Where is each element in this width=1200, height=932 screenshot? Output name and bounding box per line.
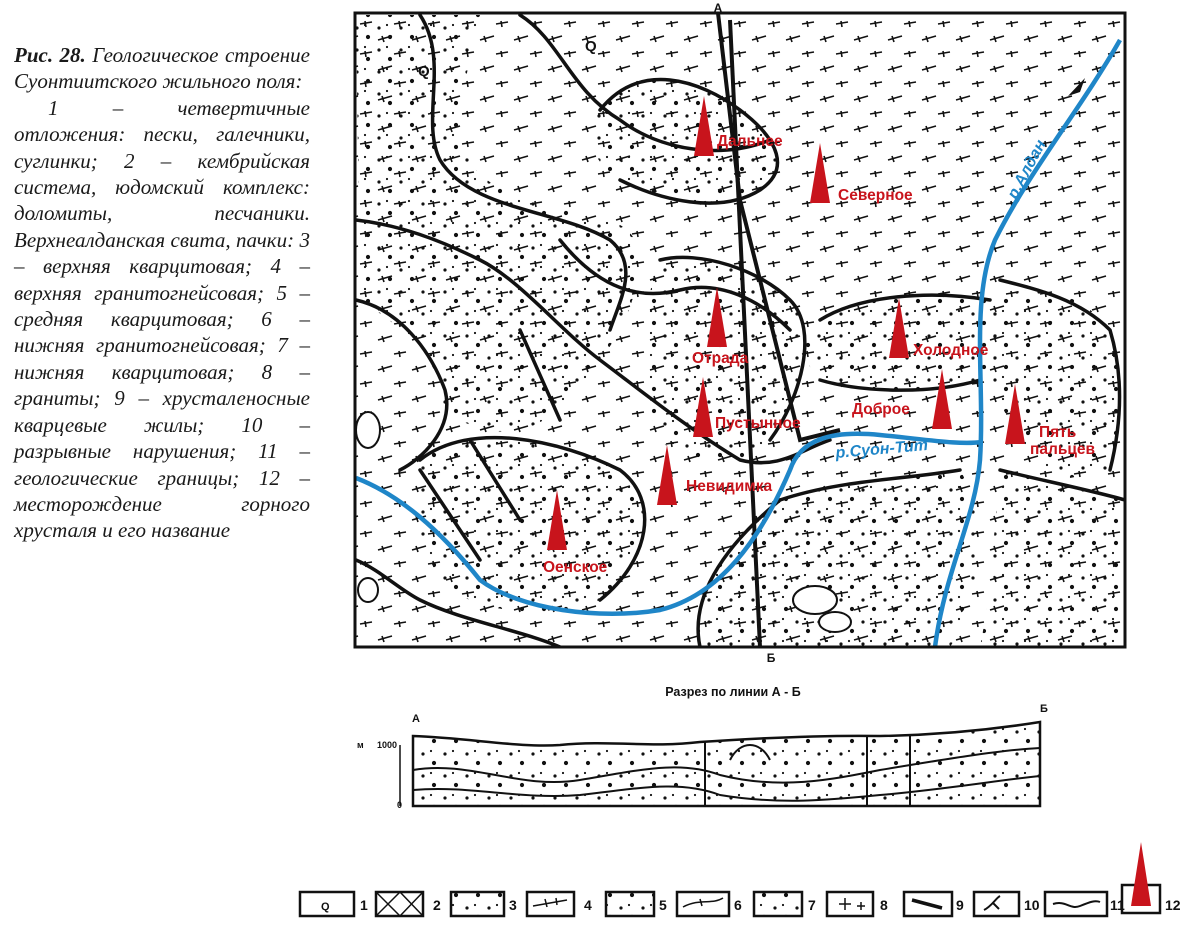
legend-swatch [1052,900,1101,908]
legend-swatch [752,890,804,918]
legend-number: 4 [584,897,592,913]
deposit-name: пальцев [1030,441,1095,458]
legend-number: 6 [734,897,742,913]
legend-number: 12 [1165,897,1181,913]
granite-body [818,611,852,633]
deposit-name: Доброе [852,401,910,418]
legend-swatch [825,890,875,918]
legend-number: 5 [659,897,667,913]
deposit-icon [657,445,677,505]
aldan-river-line [932,38,1122,647]
legend-swatch [1043,890,1109,918]
legend-symbol-q: Q [321,901,330,913]
figure-title: Геологическое строение Суонтиитского жил… [14,43,310,94]
quaternary-label: Q [585,38,597,55]
cross-section [399,720,1042,808]
legend-swatch [604,890,656,918]
legend-swatch [972,890,1021,918]
legend-number: 8 [880,897,888,913]
deposit-icon [547,490,567,550]
legend-swatch [374,890,425,918]
deposit-name: Невидимка [686,478,772,495]
suon-tit-river-line [355,431,983,616]
legend-swatch [449,890,506,918]
deposit-icon [810,143,830,203]
flow-arrow-icon [1068,78,1085,96]
legend-swatch [525,890,576,918]
map-frame [353,11,1127,649]
granite-body [357,577,379,603]
deposit-name: Пустынное [715,415,801,432]
legend-number: 1 [360,897,368,913]
quaternary-label: Q [418,63,430,80]
legend-swatch [675,890,731,918]
legend-number: 11 [1110,897,1125,913]
legend-number: 10 [1024,897,1040,913]
deposit-icon [932,369,952,429]
legend-swatch [532,897,568,908]
legend-swatch [911,898,943,910]
legend-description: 1 – четвертичные отложения: пески, галеч… [14,95,310,543]
deposit-name: Пять [1039,424,1076,441]
granite-body [355,411,381,449]
deposit-name: Холодное [913,342,989,359]
legend-number: 9 [956,897,964,913]
section-axis-top: 1000 [377,740,397,750]
legend-swatch [682,897,724,908]
granite-body [792,585,838,615]
figure-number: Рис. 28. [14,43,86,67]
deposit-name: Северное [838,187,913,204]
deposit-name: Оенское [543,559,608,576]
deposit-legend-icon [1131,842,1151,906]
deposit-name: Дальнее [717,133,783,150]
legend-swatch [902,890,954,918]
legend-swatch [839,898,865,910]
legend-number: 3 [509,897,517,913]
legend-swatch [375,891,424,917]
deposit-icon [1005,384,1025,444]
deposit-icon [707,287,727,347]
legend-number: 7 [808,897,816,913]
legend-swatch [298,890,356,918]
figure-caption: Рис. 28. Геологическое строение Суонтиит… [14,42,310,544]
geological-map [355,13,1125,647]
section-left-label: А [412,713,420,725]
deposit-name: Отрада [692,350,749,367]
deposit-markers [547,96,1025,550]
deposit-icon [889,298,909,358]
legend [298,842,1162,918]
section-right-label: Б [1040,703,1048,715]
deposit-icon [694,96,714,156]
deposit-icon [693,377,713,437]
section-axis-unit: м [357,740,364,750]
legend-number: 2 [433,897,441,913]
legend-swatch [983,895,1001,911]
section-end-label: Б [767,651,776,665]
section-title: Разрез по линии А - Б [665,685,801,699]
section-start-label: А [714,1,723,15]
